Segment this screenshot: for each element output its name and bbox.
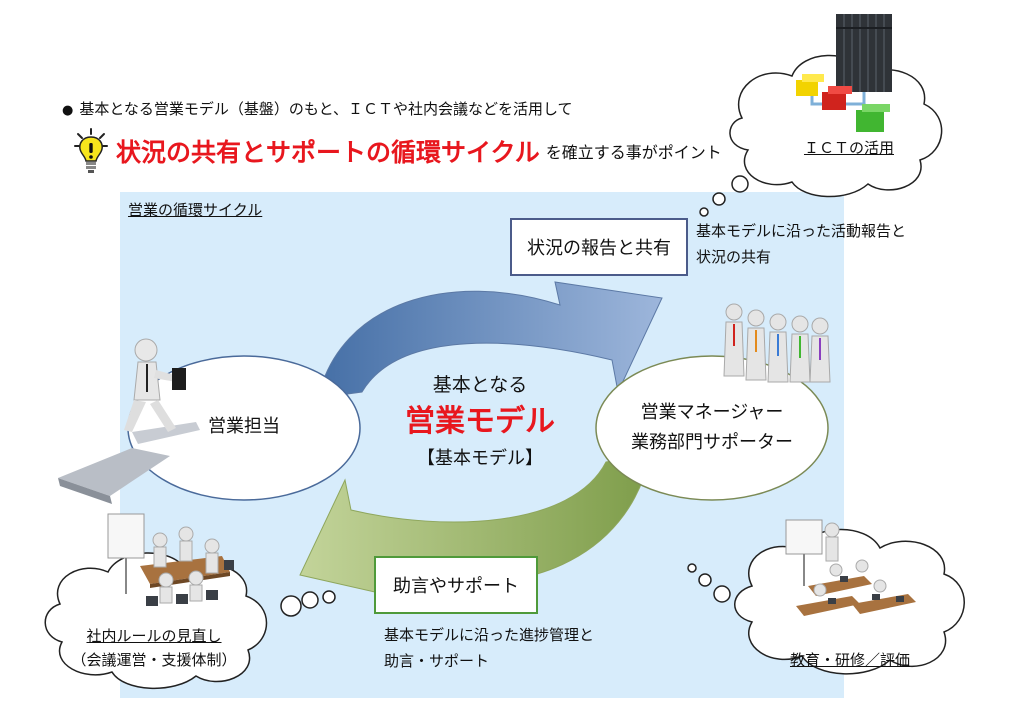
- center-line2: 営業モデル: [405, 404, 555, 439]
- upper-cycle-arrow: [317, 281, 663, 399]
- manager-label: 営業マネージャー 業務部門サポーター: [631, 402, 793, 453]
- center-line1: 基本となる: [432, 374, 528, 396]
- lightbulb-icon: [74, 128, 108, 173]
- training-label: 教育・研修／評価: [789, 651, 910, 669]
- team-figures-illustration: [723, 303, 831, 383]
- bullet-icon: ●: [62, 103, 74, 118]
- manager-ellipse: [595, 355, 829, 501]
- rules-label: 社内ルールの見直し （会議運営・支援体制）: [71, 627, 237, 669]
- server-illustration: [796, 14, 892, 132]
- ict-label: ＩＣＴの活用: [803, 139, 894, 157]
- training-illustration: [785, 519, 916, 616]
- advice-caption: 基本モデルに沿った進捗管理と 助言・サポート: [384, 626, 595, 670]
- ict-cloud: [729, 54, 943, 198]
- report-caption: 基本モデルに沿った活動報告と 状況の共有: [696, 222, 907, 266]
- report-share-box: 状況の報告と共有: [510, 218, 688, 276]
- sales-figure-illustration: [58, 338, 200, 504]
- panel-title: 営業の循環サイクル: [128, 201, 263, 219]
- center-model-text: 基本となる 営業モデル 【基本モデル】: [360, 370, 600, 474]
- center-line3: 【基本モデル】: [417, 448, 543, 469]
- intro-text: 基本となる営業モデル（基盤）のもと、ＩＣＴや社内会議などを活用して: [79, 100, 573, 118]
- headline-emphasis: 状況の共有とサポートの循環サイクル: [116, 138, 540, 167]
- advice-support-box: 助言やサポート: [374, 556, 538, 614]
- sales-rep-label: 営業担当: [208, 416, 280, 437]
- headline-rest: を確立する事がポイント: [545, 143, 722, 162]
- meeting-illustration: [107, 513, 234, 606]
- intro-line: ● 基本となる営業モデル（基盤）のもと、ＩＣＴや社内会議などを活用して: [62, 98, 573, 119]
- headline: 状況の共有とサポートの循環サイクル を確立する事がポイント: [74, 128, 722, 174]
